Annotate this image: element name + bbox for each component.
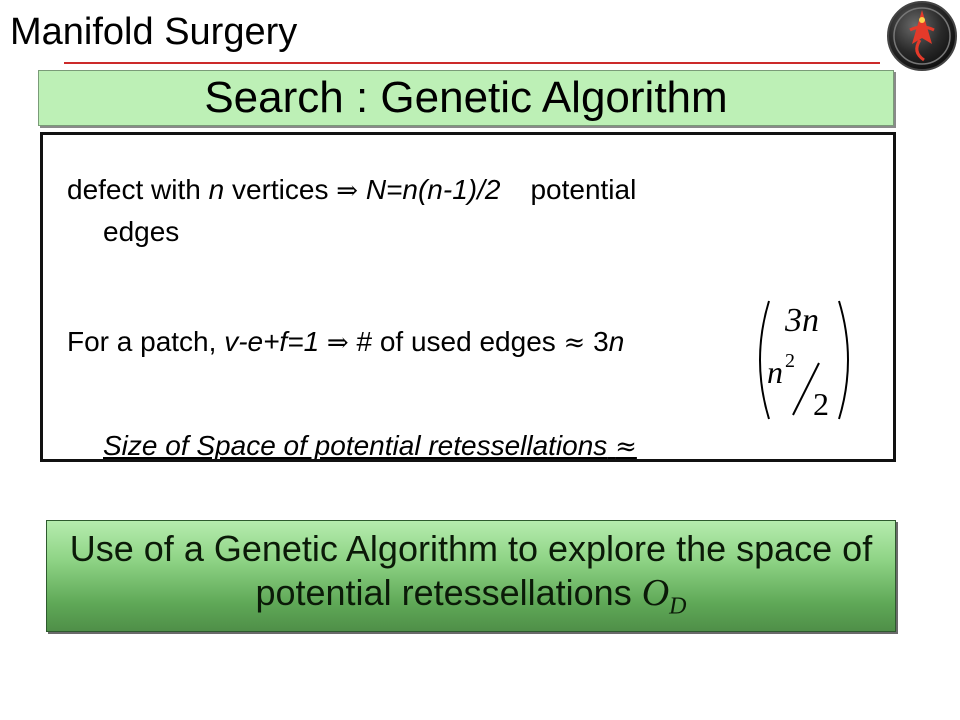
slide-title: Search : Genetic Algorithm	[204, 73, 728, 122]
binom-fraction-slash	[792, 362, 820, 416]
formula-euler: v-e+f=1	[224, 326, 320, 357]
logo-icon	[887, 1, 957, 71]
var-n: n	[208, 174, 225, 205]
text-potential: potential	[530, 174, 637, 205]
binomial-coefficient: 3n n 2 2	[759, 300, 849, 422]
conclusion-box: Use of a Genetic Algorithm to explore th…	[46, 520, 896, 632]
var-n-2: n	[608, 326, 625, 357]
content-box: defect with n vertices ⇒ N=n(n-1)/2 poten…	[40, 132, 896, 462]
paragraph-defect-vertices: defect with n vertices ⇒ N=n(n-1)/2 poten…	[67, 169, 847, 212]
header-divider	[64, 62, 880, 64]
binom-bottom-exp: 2	[785, 350, 795, 372]
text-three: 3	[585, 326, 609, 357]
conclusion-text: Use of a Genetic Algorithm to explore th…	[47, 527, 895, 629]
paragraph-space-size: Size of Space of potential retessellatio…	[103, 425, 637, 462]
approx-symbol-2: ≈	[615, 432, 637, 462]
text-for-a-patch: For a patch,	[67, 326, 225, 357]
text-defect: defect with	[67, 174, 209, 205]
text-vertices: vertices	[224, 174, 337, 205]
binom-bottom-n: n	[767, 354, 783, 390]
approx-symbol: ≈	[563, 328, 586, 358]
slide-title-bar: Search : Genetic Algorithm	[38, 70, 894, 126]
binom-bottom-den: 2	[813, 386, 829, 422]
symbol-o: O	[641, 572, 670, 614]
paragraph-edges: edges	[103, 216, 180, 247]
formula-edges: N=n(n-1)/2	[365, 174, 501, 205]
conclusion-text-main: Use of a Genetic Algorithm to explore th…	[69, 528, 873, 613]
slide-header-title: Manifold Surgery	[10, 11, 298, 53]
implies-symbol-2: ⇒	[326, 328, 349, 358]
paragraph-patch: For a patch, v-e+f=1 ⇒ # of used edges ≈…	[67, 321, 624, 364]
symbol-d: D	[669, 593, 687, 620]
text-space-size: Size of Space of potential retessellatio…	[103, 430, 608, 461]
implies-symbol: ⇒	[336, 176, 359, 206]
text-used-edges: # of used edges	[348, 326, 564, 357]
binom-top: 3n	[784, 302, 819, 339]
symbol-o-d: OD	[641, 572, 687, 620]
